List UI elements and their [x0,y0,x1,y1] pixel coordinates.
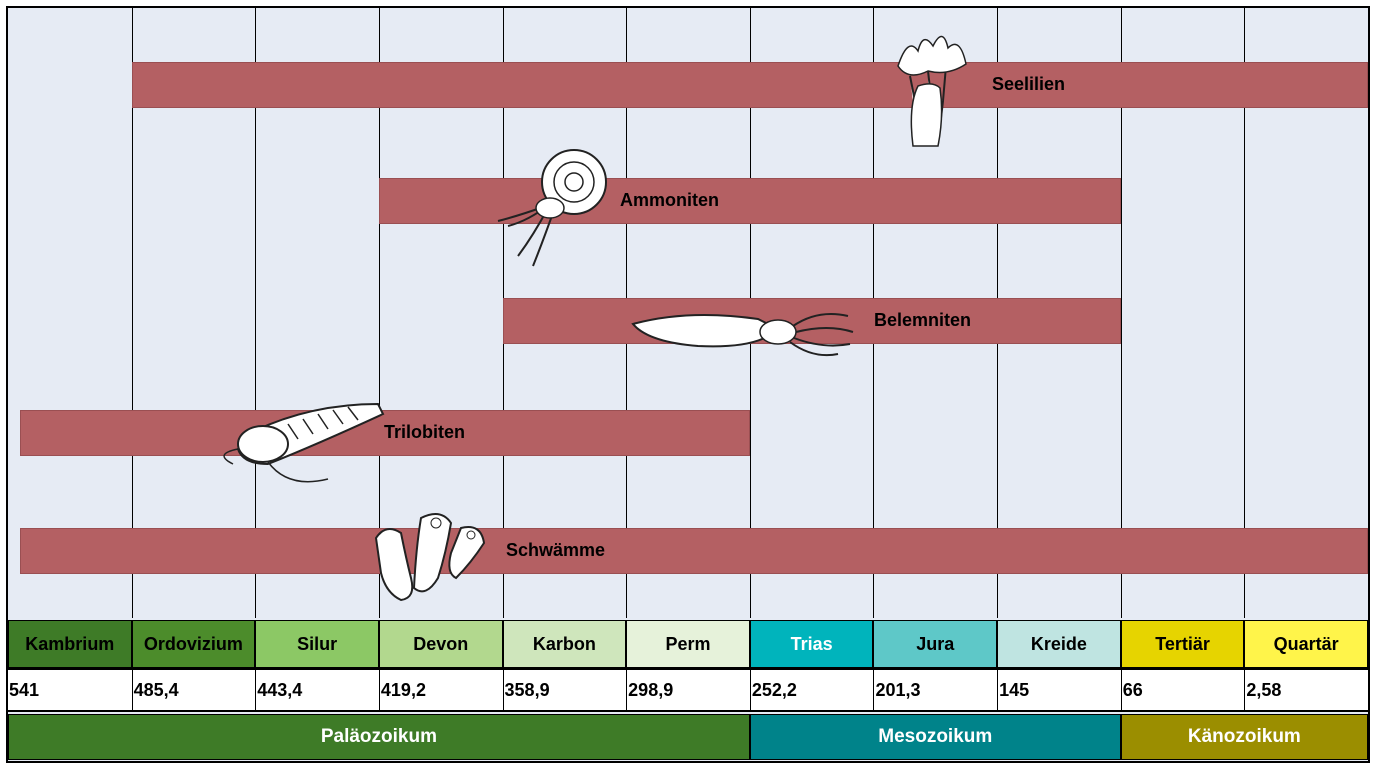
grid-line [378,8,380,618]
period-cell-6: Trias [749,620,874,668]
start-date-4: 358,9 [502,670,627,710]
period-cell-8: Kreide [997,620,1121,668]
era-cell-2: Känozoikum [1120,714,1368,760]
period-cell-0: Kambrium [8,620,132,668]
belemnite-icon [631,313,854,357]
grid-line [255,8,257,618]
ammonite-icon [497,149,607,267]
range-bar-3 [20,410,750,456]
period-cell-7: Jura [873,620,998,668]
sponge-icon [374,513,486,602]
grid-line [1244,8,1246,618]
period-cell-3: Devon [378,620,503,668]
grid-line [131,8,133,618]
crinoid-icon [897,35,967,147]
start-date-8: 145 [997,670,1121,710]
group-label-2: Belemniten [874,310,972,330]
start-date-2: 443,4 [255,670,379,710]
group-label-4: Schwämme [506,540,606,560]
grid-line [1120,8,1122,618]
start-date-1: 485,4 [131,670,256,710]
start-date-6: 252,2 [749,670,874,710]
period-cell-4: Karbon [502,620,627,668]
range-bar-0 [131,62,1368,108]
start-date-5: 298,9 [626,670,750,710]
period-cell-9: Tertiär [1120,620,1245,668]
period-cell-1: Ordovizium [131,620,256,668]
group-label-0: Seelilien [992,74,1066,94]
range-bar-4 [20,528,1368,574]
period-cell-2: Silur [255,620,379,668]
era-cell-1: Mesozoikum [749,714,1121,760]
range-bar-1 [378,178,1121,224]
period-cell-10: Quartär [1244,620,1368,668]
start-date-10: 2,58 [1244,670,1368,710]
group-label-1: Ammoniten [620,190,719,210]
group-label-3: Trilobiten [384,422,465,442]
period-cell-5: Perm [626,620,750,668]
start-date-9: 66 [1120,670,1245,710]
start-date-3: 419,2 [378,670,503,710]
range-bar-2 [502,298,1121,344]
era-cell-0: Paläozoikum [8,714,750,760]
trilobite-icon [223,402,385,483]
start-date-7: 201,3 [873,670,997,710]
start-date-0: 541 [9,679,40,700]
